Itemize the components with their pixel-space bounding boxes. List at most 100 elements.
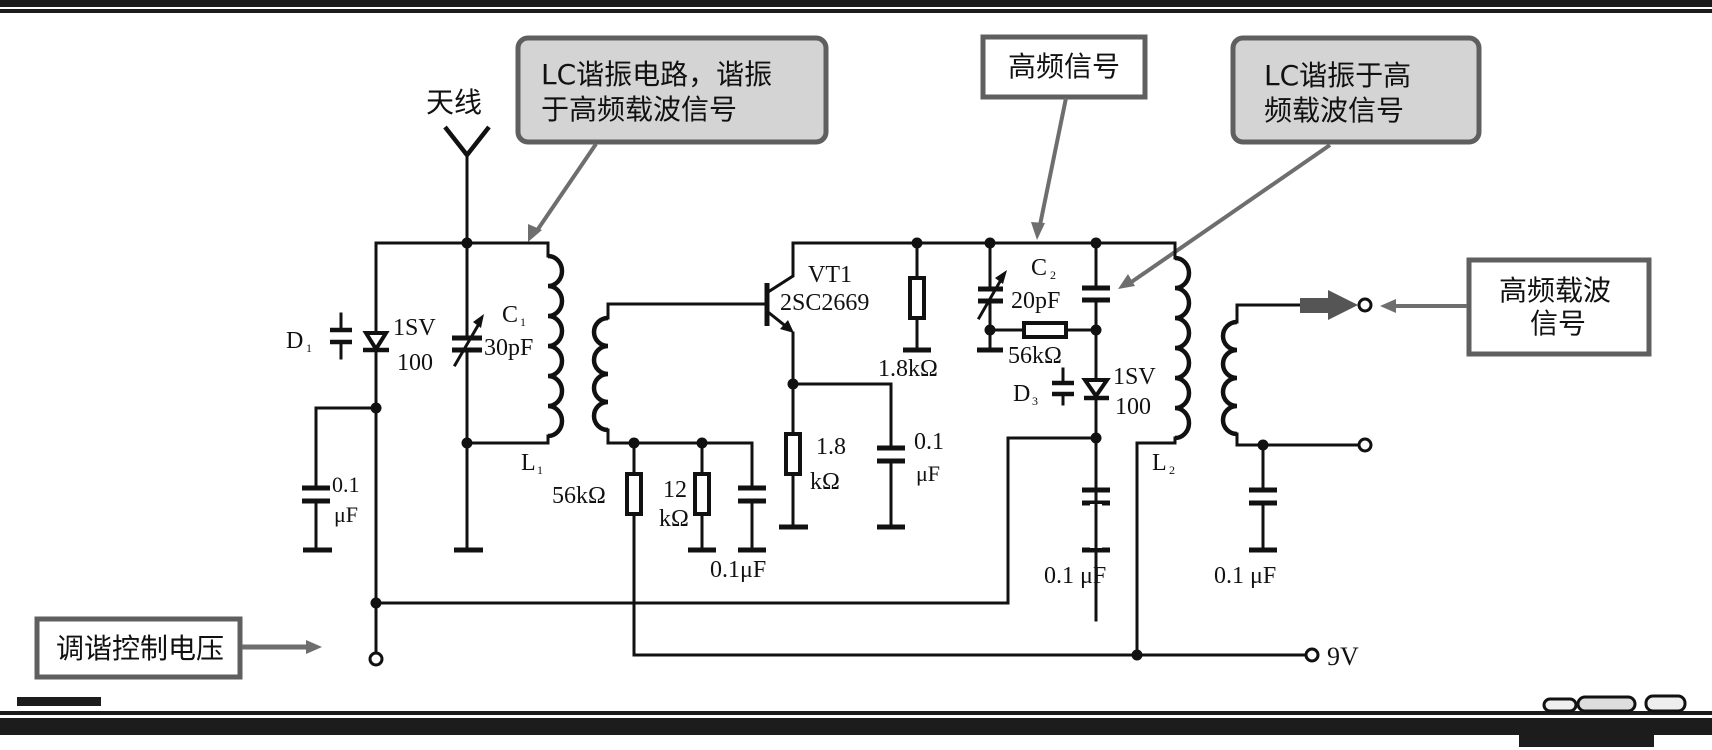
inductor-icon	[1220, 319, 1238, 437]
resistor-12k: 12 kΩ	[659, 441, 716, 553]
resistor-1k8-emitter: 1.8 kΩ	[779, 382, 846, 530]
callout-arrow	[1038, 97, 1068, 226]
callout-arrow	[534, 142, 598, 234]
c1-sub: 1	[520, 315, 526, 329]
resistor-56k-base: 56kΩ	[552, 441, 1312, 657]
capacitor-base: 0.1μF	[710, 485, 766, 583]
wire	[791, 241, 1177, 260]
decor-pill-2	[1576, 695, 1637, 713]
bottom-right-tab	[1519, 733, 1654, 747]
decor-pill-1	[1542, 697, 1578, 713]
decor-pill-3	[1644, 694, 1687, 713]
l1-label: L	[521, 450, 536, 476]
resistor-icon	[1022, 321, 1068, 339]
inductor-icon	[547, 253, 565, 439]
antenna-icon	[443, 125, 491, 159]
cap-label: μF	[916, 461, 940, 486]
arrowhead-icon	[1031, 222, 1045, 240]
bottom-left-tab	[17, 697, 101, 706]
resistor-icon	[908, 276, 926, 320]
callout-tuning-voltage: 调谐控制电压	[34, 616, 322, 680]
c2-label: C	[1031, 255, 1047, 281]
d1-part: 100	[397, 350, 433, 376]
base-coil	[591, 302, 768, 490]
inductor-icon	[591, 315, 609, 433]
d1-label: D	[286, 328, 303, 354]
tuning-voltage-terminal[interactable]	[368, 651, 384, 667]
resistor-1k8-collector: 1.8kΩ	[878, 241, 938, 382]
d3-label: D	[1013, 381, 1030, 407]
output-terminal-gnd[interactable]	[1357, 437, 1373, 453]
variable-capacitor-c1: C 1 30pF	[452, 241, 533, 553]
junction-dot	[370, 597, 382, 609]
supply-terminal[interactable]	[1304, 647, 1320, 663]
diode-icon	[362, 331, 390, 353]
output-arrow	[1300, 290, 1358, 320]
arrowhead-icon	[528, 224, 542, 242]
callout-text-line: 频载波信号	[1264, 94, 1404, 127]
resistor-label: kΩ	[810, 469, 840, 495]
output-coil	[1220, 303, 1360, 447]
callout-text-line: 信号	[1530, 307, 1586, 340]
resistor-label: 1.8	[816, 434, 846, 460]
d1-part: 1SV	[393, 315, 436, 341]
c2-value: 20pF	[1011, 288, 1060, 314]
cap-label: 0.1μF	[710, 557, 766, 583]
transistor-vt1: VT1 2SC2669	[764, 241, 869, 436]
resistor-label: 12	[663, 477, 687, 503]
callout-lc-resonant-1: LC谐振电路，谐振 于高频载波信号	[515, 35, 829, 242]
antenna-label: 天线	[426, 86, 482, 119]
output-terminal-hf[interactable]	[1357, 297, 1373, 313]
arrowhead-icon	[1118, 274, 1135, 289]
callout-arrow	[1128, 143, 1332, 285]
resistor-icon	[625, 472, 643, 516]
varactor-d3: D 3 1SV 100	[1013, 364, 1156, 420]
top-border-thin	[0, 9, 1712, 13]
vt1-part: 2SC2669	[780, 290, 869, 316]
callout-text-line: 调谐控制电压	[56, 632, 224, 665]
resistor-label: 56kΩ	[1008, 343, 1062, 369]
resistor-icon	[784, 432, 802, 476]
d3-part: 1SV	[1113, 364, 1156, 390]
variable-arrow-icon	[976, 275, 1005, 321]
capacitor-emitter: 0.1 μF	[791, 382, 944, 530]
resistor-label: 1.8kΩ	[878, 356, 938, 382]
variable-arrow-icon	[452, 319, 483, 368]
callout-hf-carrier-out: 高频载波 信号	[1380, 257, 1652, 357]
arrowhead-icon	[306, 640, 322, 654]
cap-label: μF	[334, 502, 358, 527]
capacitor-out: 0.1 μF	[1214, 443, 1277, 589]
tank-vertical	[1082, 241, 1110, 622]
cap-label: 0.1 μF	[1214, 563, 1276, 589]
top-border-thick	[0, 0, 1712, 7]
c1-value: 30pF	[484, 335, 533, 361]
callout-lc-resonant-2: LC谐振于高 频载波信号	[1118, 35, 1482, 289]
capacitor-left: 0.1 μF	[302, 472, 360, 553]
arrowhead-icon	[1380, 299, 1396, 313]
junction-dot	[1131, 649, 1143, 661]
resistor-label: 56kΩ	[552, 483, 606, 509]
callout-text-line: 高频载波	[1499, 274, 1611, 307]
inductor-l1: L 1	[465, 253, 565, 477]
vt1-label: VT1	[808, 262, 852, 288]
inductor-icon	[1174, 255, 1192, 441]
l2-sub: 2	[1169, 463, 1175, 477]
c1-label: C	[502, 302, 518, 328]
cap-label: 0.1	[332, 472, 360, 497]
variable-capacitor-c2: C 2 20pF	[976, 241, 1060, 353]
d3-sub: 3	[1032, 394, 1038, 408]
bias-wire	[374, 436, 1098, 605]
resistor-icon	[693, 472, 711, 516]
d1-sub: 1	[306, 341, 312, 355]
bottom-border-thick	[0, 718, 1712, 735]
cap-label: 0.1	[914, 429, 944, 455]
resistor-label: kΩ	[659, 506, 689, 532]
callout-text-line: LC谐振于高	[1264, 59, 1411, 92]
antenna: 天线	[426, 86, 491, 245]
callout-text-line: 于高频载波信号	[541, 93, 737, 126]
bottom-border-thin	[0, 711, 1712, 715]
inductor-l2: L 2	[1135, 255, 1192, 657]
l1-sub: 1	[537, 463, 543, 477]
